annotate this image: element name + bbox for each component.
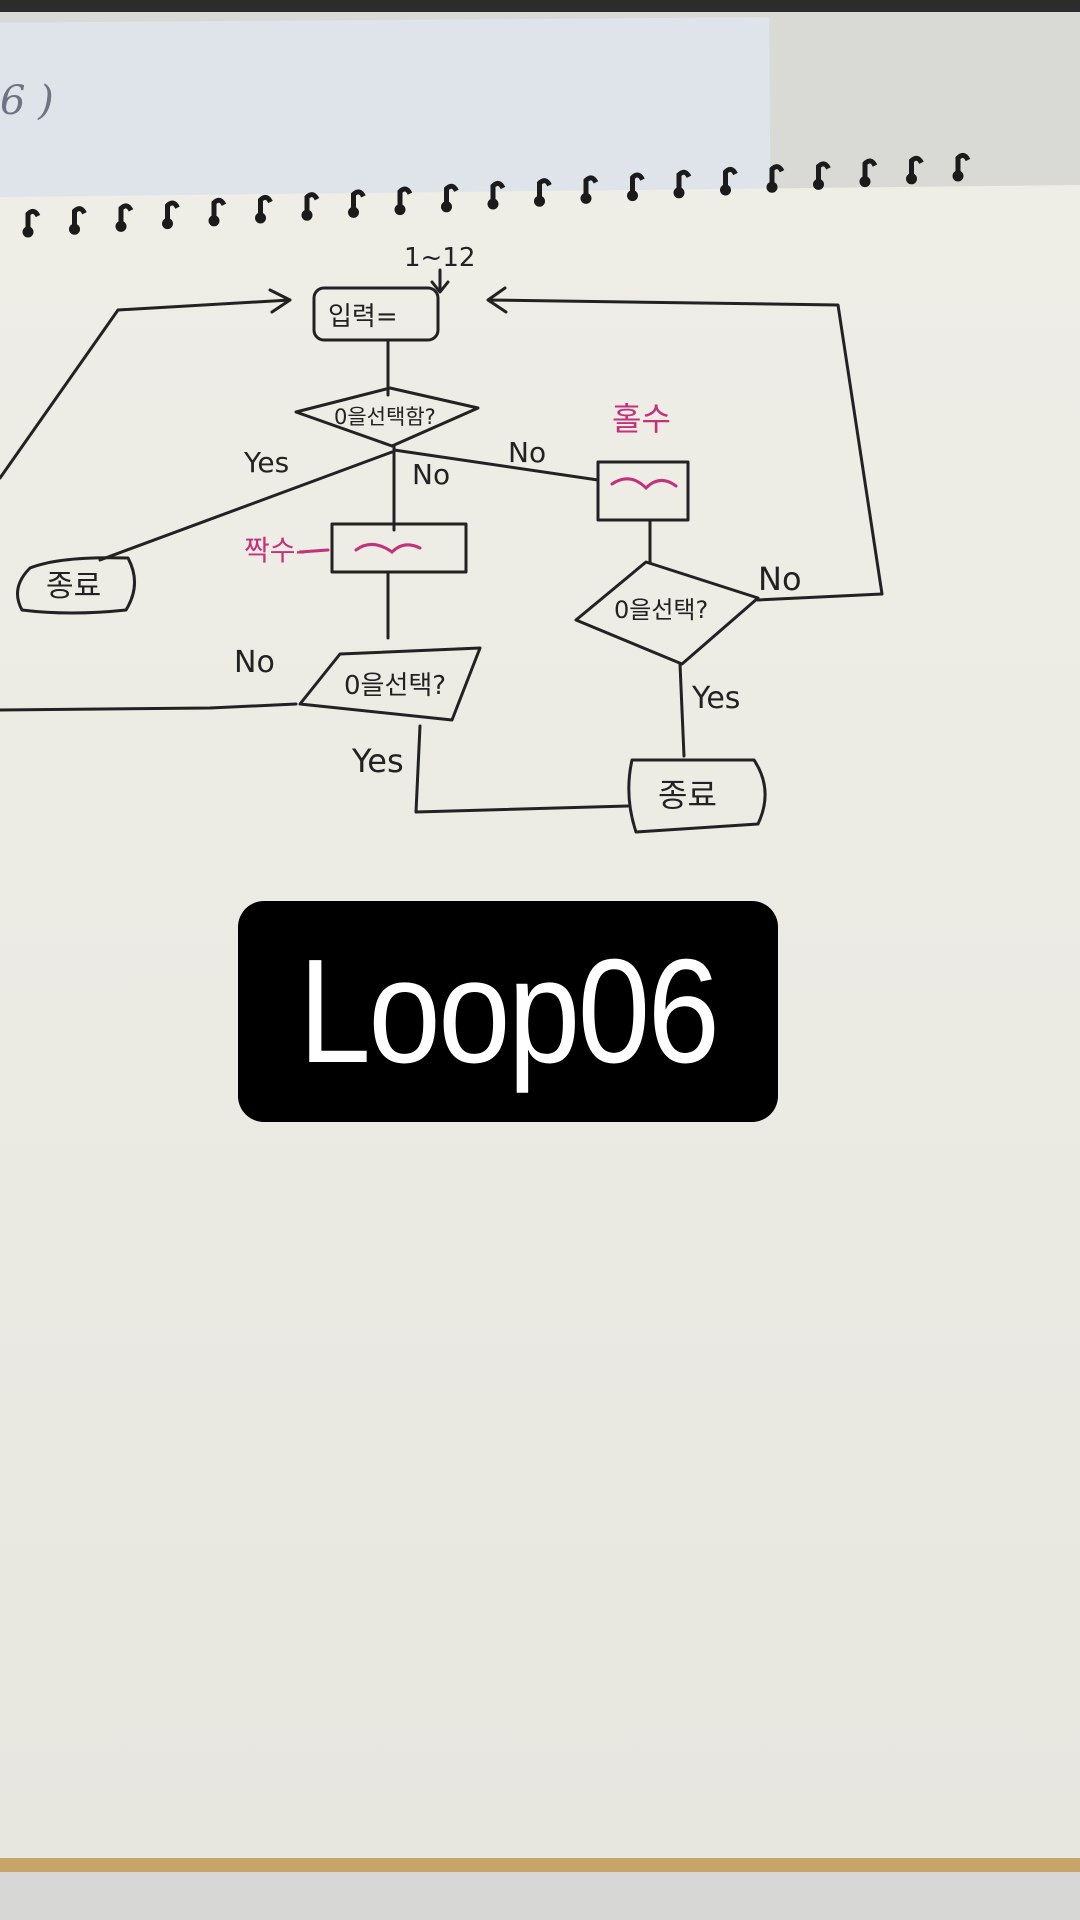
spiral-hole: [394, 204, 406, 216]
node-decision-main-label: 0을선택함?: [334, 405, 436, 429]
background-note: 6 ): [0, 78, 54, 124]
notebook-bottom-edge: [0, 1858, 1080, 1872]
end-bottom-shape: [627, 758, 767, 834]
decision-right-shape: [574, 560, 760, 666]
spiral-loop: [118, 203, 134, 225]
spiral-hole: [534, 195, 545, 207]
edge-right-yes-label: Yes: [691, 681, 740, 716]
spiral-hole: [301, 209, 313, 221]
spiral-loop: [769, 164, 785, 186]
edge-main-yes-label: Yes: [243, 446, 289, 479]
top-dark-edge: [0, 0, 1080, 12]
spiral-loop: [723, 166, 738, 188]
spiral-hole: [906, 173, 917, 185]
spiral-loop: [304, 192, 320, 214]
edge-main-no-right: [392, 448, 600, 482]
video-title-text: Loop06: [298, 928, 720, 1094]
edge-center-no-label: No: [234, 645, 275, 680]
edge-main-yes: [98, 450, 394, 562]
edge-center-yes-label: Yes: [351, 742, 404, 780]
left-loop-line: [0, 288, 292, 480]
spiral-hole: [441, 201, 452, 213]
edge-main-no-right-label: No: [508, 436, 546, 469]
spiral-loop: [676, 169, 692, 191]
spiral-loop: [72, 206, 87, 228]
spiral-hole: [22, 226, 34, 238]
node-process-center-label: 짝수-: [244, 534, 306, 567]
spiral-hole: [720, 184, 731, 196]
spiral-loop: [537, 178, 552, 200]
spiral-loop: [955, 152, 971, 174]
spiral-hole: [162, 218, 173, 230]
video-title-badge: Loop06: [238, 901, 778, 1122]
spiral-loop: [630, 172, 645, 194]
decision-main-shape: [294, 386, 480, 448]
node-end-bottom-label: 종료: [658, 776, 717, 814]
spiral-hole: [487, 198, 499, 210]
input-box: [312, 286, 440, 342]
pink-scribble-right: [610, 477, 678, 491]
edge-center-yes: [414, 724, 630, 814]
spiral-hole: [580, 192, 592, 204]
edge-right-no-label: No: [758, 560, 802, 598]
edge-main-no-down-label: No: [412, 458, 450, 491]
process-center-shape: [330, 522, 468, 574]
spiral-loop: [862, 158, 878, 180]
decision-center-shape: [298, 646, 482, 722]
spiral-hole: [766, 181, 778, 193]
spiral-loop: [444, 183, 459, 205]
spiral-loop: [211, 197, 227, 219]
input-arrow: [430, 268, 450, 294]
pink-scribble-center: [354, 543, 422, 554]
spiral-hole: [813, 178, 824, 190]
process-right-shape: [596, 460, 690, 522]
spiral-loop: [351, 189, 366, 211]
edge-right-yes: [678, 662, 686, 758]
desk-surface: [0, 1872, 1080, 1920]
spiral-loop: [816, 161, 831, 183]
right-loop-line: [486, 286, 884, 602]
pink-dash: [298, 548, 330, 554]
spiral-hole: [255, 212, 266, 224]
node-decision-center-label: 0을선택?: [344, 671, 446, 701]
spiral-hole: [208, 215, 220, 227]
spiral-binding: [22, 152, 971, 238]
spiral-loop: [258, 194, 273, 216]
spiral-hole: [348, 206, 359, 218]
spiral-loop: [165, 200, 180, 222]
end-left-shape: [16, 556, 136, 615]
spiral-hole: [859, 176, 871, 188]
node-input-label: 입력=: [328, 302, 398, 332]
node-end-left-label: 종료: [46, 569, 101, 604]
spiral-hole: [627, 190, 638, 202]
spiral-loop: [583, 175, 599, 197]
spiral-loop: [490, 180, 506, 202]
spiral-loop: [909, 155, 924, 177]
edge-center-no: [0, 702, 298, 712]
spiral-hole: [952, 170, 964, 182]
spiral-hole: [115, 220, 127, 232]
spiral-loop: [25, 208, 41, 230]
node-decision-right-label: 0을선택?: [614, 596, 708, 624]
top-input-label: 1~12: [404, 243, 475, 273]
spiral-hole: [673, 187, 685, 199]
spiral-loop: [397, 186, 413, 208]
spiral-hole: [69, 223, 80, 235]
node-process-right-label: 홀수: [612, 400, 671, 438]
